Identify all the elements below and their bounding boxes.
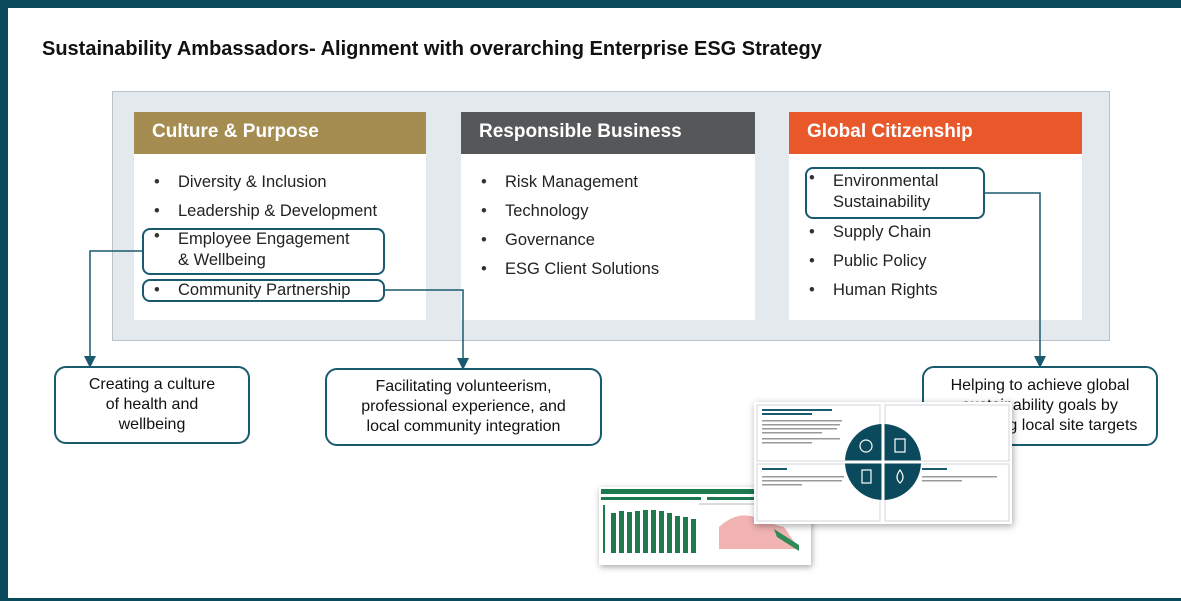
list-item: Technology <box>481 197 755 226</box>
highlight-environmental-sustainability <box>805 167 985 219</box>
pillar-list: Risk Management Technology Governance ES… <box>461 154 755 284</box>
callout-text: Creating a culture of health and wellbei… <box>88 376 216 433</box>
list-item: Risk Management <box>481 168 755 197</box>
list-item: Public Policy <box>809 247 1082 276</box>
list-item: Supply Chain <box>809 218 1082 247</box>
pillar-responsible-business: Responsible Business Risk Management Tec… <box>461 112 755 320</box>
pillar-heading: Responsible Business <box>461 112 755 154</box>
callout-wellbeing: Creating a culture of health and wellbei… <box>54 366 250 444</box>
list-item: Human Rights <box>809 276 1082 305</box>
list-item: Diversity & Inclusion <box>154 168 426 197</box>
callout-community: Facilitating volunteerism, professional … <box>325 368 602 446</box>
connector-wellbeing <box>84 250 142 368</box>
slide-title: Sustainability Ambassadors- Alignment wi… <box>42 38 822 60</box>
list-item: ESG Client Solutions <box>481 255 755 284</box>
connector-environment <box>985 192 1046 368</box>
pillar-heading: Culture & Purpose <box>134 112 426 154</box>
list-item: Leadership & Development <box>154 197 426 226</box>
highlight-community-partnership <box>142 279 385 302</box>
pillar-list: Diversity & Inclusion Leadership & Devel… <box>134 154 426 305</box>
list-item: Environmental Sustainability <box>809 168 1082 218</box>
targets-report-image <box>756 404 1010 522</box>
pillar-heading: Global Citizenship <box>789 112 1082 154</box>
highlight-employee-engagement <box>142 228 385 275</box>
targets-report-thumbnail <box>754 402 1012 524</box>
pillar-global-citizenship: Global Citizenship Environmental Sustain… <box>789 112 1082 320</box>
list-item: Employee Engagement & Wellbeing <box>154 226 426 276</box>
connector-community <box>385 289 469 370</box>
callout-text: Facilitating volunteerism, professional … <box>361 378 566 435</box>
list-item: Community Partnership <box>154 276 426 305</box>
list-item: Governance <box>481 226 755 255</box>
pillar-list: Environmental Sustainability Supply Chai… <box>789 154 1082 305</box>
